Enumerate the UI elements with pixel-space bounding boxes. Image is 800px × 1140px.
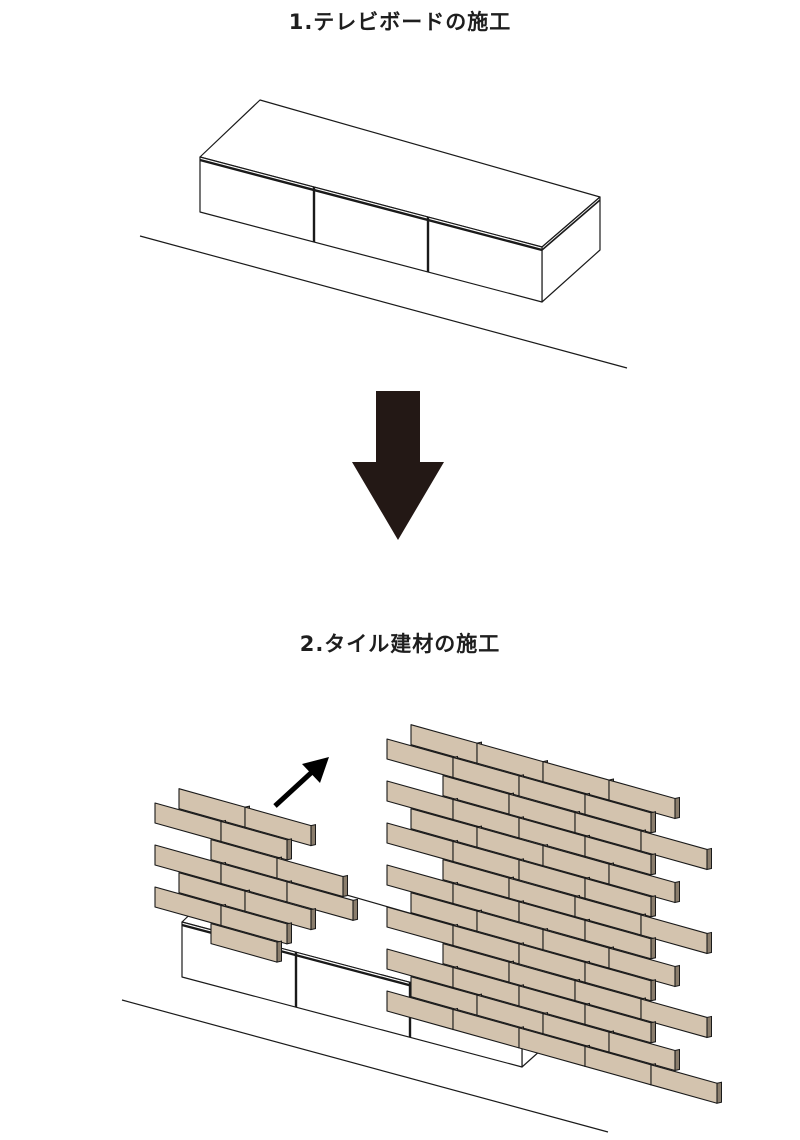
tile — [608, 863, 680, 904]
tile — [220, 904, 292, 945]
step-2-scene — [121, 724, 722, 1133]
tile — [584, 877, 656, 918]
tile — [608, 779, 680, 820]
tile — [608, 947, 680, 988]
tv-board-top-edge — [199, 158, 543, 252]
tile — [584, 835, 656, 876]
diagonal-arrow-icon — [273, 757, 329, 808]
down-arrow-icon — [352, 391, 444, 540]
floor-line-2 — [121, 999, 609, 1133]
tile — [286, 881, 358, 921]
tile — [640, 830, 712, 871]
tile — [650, 1064, 722, 1104]
tile — [584, 793, 656, 834]
step-1-scene — [139, 99, 628, 369]
step-2-number: 2. — [299, 632, 325, 656]
tile-panel-right — [386, 724, 722, 1104]
step-2-label: タイル建材の施工 — [324, 632, 501, 656]
tile — [584, 1003, 656, 1044]
step-1-title: 1.テレビボードの施工 — [0, 6, 800, 36]
tile — [640, 914, 712, 955]
tv-board-side-edge — [541, 199, 601, 251]
tile — [608, 1031, 680, 1072]
tile — [584, 919, 656, 960]
tile — [640, 998, 712, 1039]
tile — [210, 923, 282, 963]
tile — [276, 857, 348, 898]
tile-panel-left — [154, 788, 358, 963]
tile — [220, 820, 292, 861]
step-2-title: 2.タイル建材の施工 — [0, 628, 800, 658]
step-1-number: 1. — [288, 10, 314, 34]
tile — [244, 890, 316, 931]
floor-line-1 — [139, 235, 628, 369]
tile — [244, 806, 316, 847]
step-1-label: テレビボードの施工 — [313, 10, 512, 34]
tile — [584, 961, 656, 1002]
